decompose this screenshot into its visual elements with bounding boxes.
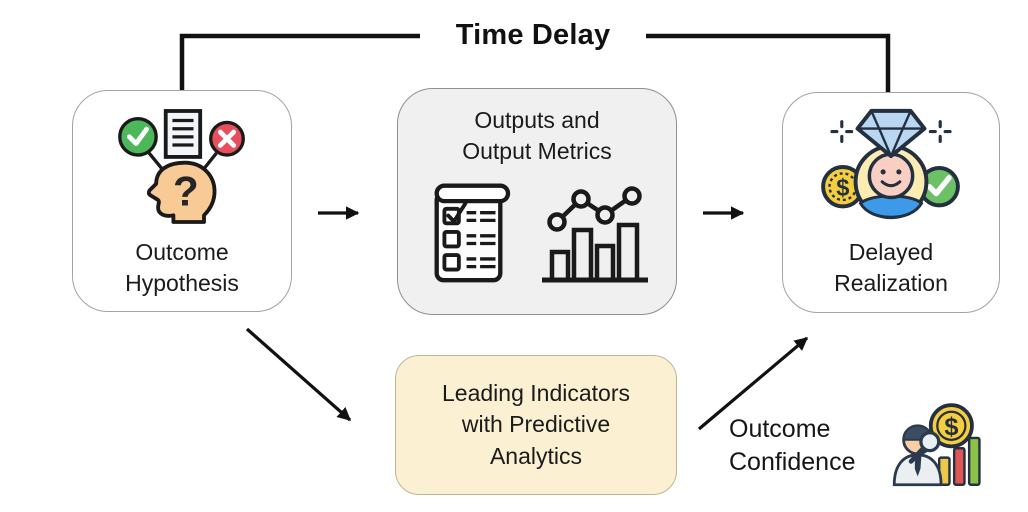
outcome-confidence-label: Outcome Confidence bbox=[729, 415, 856, 476]
arrow-outcome-to-leading bbox=[245, 327, 352, 422]
analyst-magnifier-coin-bars-icon: $ bbox=[883, 397, 986, 497]
outputs-metrics-box: Outputs and Output Metrics bbox=[397, 88, 677, 315]
outputs-metrics-label: Outputs and Output Metrics bbox=[462, 107, 612, 165]
bar-line-chart-icon bbox=[540, 184, 650, 289]
person-gem-coin-check-icon: $ bbox=[817, 105, 965, 233]
svg-text:$: $ bbox=[944, 413, 958, 441]
outputs-icons-row bbox=[425, 178, 650, 289]
time-delay-bracket-right bbox=[646, 33, 891, 92]
outcome-hypothesis-label: Outcome Hypothesis bbox=[125, 239, 239, 297]
delayed-realization-label: Delayed Realization bbox=[834, 239, 948, 297]
leading-indicators-label: Leading Indicators with Predictive Analy… bbox=[442, 380, 630, 469]
checklist-icon bbox=[425, 178, 512, 289]
leading-indicators-box: Leading Indicators with Predictive Analy… bbox=[395, 355, 677, 495]
delayed-realization-box: $ Delayed Realization bbox=[782, 92, 1000, 313]
outcome-hypothesis-box: ? Outcome Hypothesis bbox=[72, 90, 292, 312]
svg-text:?: ? bbox=[173, 168, 199, 215]
head-question-icon: ? bbox=[115, 109, 249, 229]
svg-text:$: $ bbox=[836, 176, 849, 202]
time-delay-label: Time Delay bbox=[455, 19, 611, 51]
time-delay-bracket-left bbox=[179, 33, 420, 90]
